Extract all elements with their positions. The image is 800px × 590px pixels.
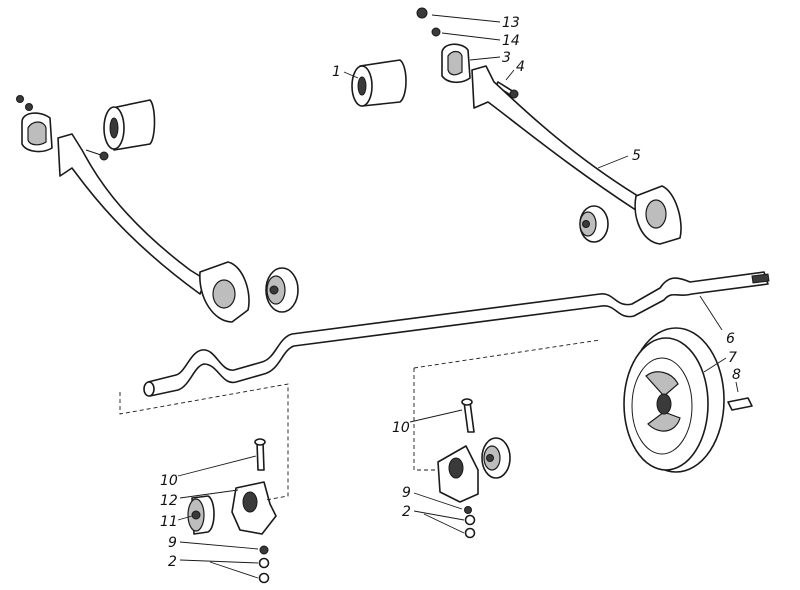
left-assembly-outline — [119, 383, 289, 501]
label-14: 14 — [502, 33, 520, 49]
key-8 — [727, 397, 753, 411]
left-bracket-group — [187, 438, 277, 584]
bolt-10-left — [256, 441, 265, 471]
washer-9-left — [259, 545, 269, 555]
label-2-left: 2 — [168, 554, 177, 570]
label-8: 8 — [732, 367, 741, 383]
label-9-left: 9 — [168, 535, 177, 551]
bolt-10-middle — [463, 401, 475, 433]
right-link-arm-assembly — [351, 7, 682, 245]
label-10-left: 10 — [160, 473, 178, 489]
label-6: 6 — [726, 331, 735, 347]
label-10-middle: 10 — [392, 420, 410, 436]
nut-2-left-b — [258, 572, 270, 584]
label-5: 5 — [632, 148, 641, 164]
label-3: 3 — [502, 50, 511, 66]
nut-13 — [416, 7, 428, 19]
stabilizer-bar — [143, 271, 770, 397]
label-1: 1 — [332, 64, 341, 80]
left-nut-top — [16, 95, 24, 103]
label-7: 7 — [728, 350, 737, 366]
middle-assembly-outline — [413, 368, 438, 471]
left-link-arm — [57, 133, 207, 295]
leader-lines — [177, 14, 739, 579]
nut-2-left-a — [258, 557, 270, 569]
nut-2-middle-b — [464, 527, 476, 539]
pulley-7 — [623, 327, 725, 473]
label-13: 13 — [502, 15, 520, 31]
left-link-arm-assembly — [16, 95, 299, 323]
washer-14 — [431, 27, 441, 37]
left-washer-top — [25, 103, 33, 111]
label-2-middle: 2 — [402, 504, 411, 520]
label-9-middle: 9 — [402, 485, 411, 501]
link-arm-5 — [471, 65, 655, 219]
label-4: 4 — [516, 59, 525, 75]
washer-9-middle — [464, 506, 472, 514]
callout-labels: 13 14 3 1 4 5 6 7 8 10 10 12 11 9 2 9 2 — [160, 15, 741, 570]
middle-bracket-group — [437, 398, 511, 539]
label-12: 12 — [160, 493, 178, 509]
label-11: 11 — [160, 514, 178, 530]
nut-2-middle-a — [464, 514, 476, 526]
